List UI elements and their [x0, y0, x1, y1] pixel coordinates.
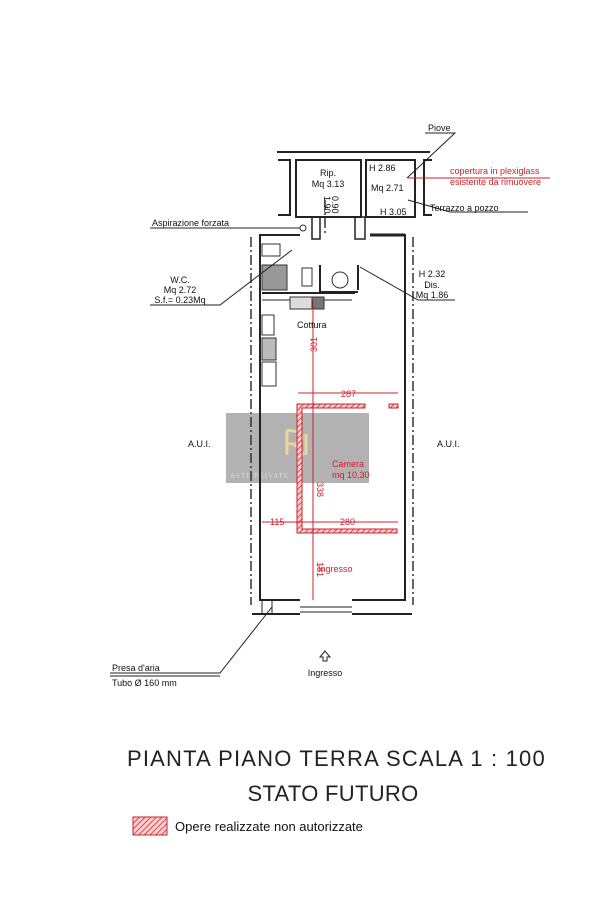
- label-tubo: Tubo Ø 160 mm: [112, 678, 177, 688]
- plan-subtitle: STATO FUTURO: [247, 781, 418, 806]
- label-presa-aria: Presa d'aria: [112, 663, 160, 673]
- label-piove: Piove: [428, 123, 451, 133]
- label-cottura: Cottura: [297, 320, 327, 330]
- label-plexiglass-2: esistente da rimuovere: [450, 177, 541, 187]
- unauthorized-works: [262, 300, 399, 600]
- label-ingresso: Ingresso: [308, 668, 343, 678]
- axis-lines: [250, 200, 414, 605]
- label-wc-sf: S.f.= 0.23Mq: [154, 295, 205, 305]
- plan-title: PIANTA PIANO TERRA SCALA 1 : 100: [127, 746, 545, 771]
- camera-area: mq 10,30: [332, 470, 370, 480]
- label-rip-area: Mq 3.13: [312, 179, 345, 189]
- label-door-height: 1.90: [322, 196, 332, 214]
- label-aui-left: A.U.I.: [188, 439, 211, 449]
- dim-280: 280: [340, 517, 355, 527]
- dim-338: 338: [315, 482, 325, 497]
- label-plexiglass-1: copertura in plexiglass: [450, 166, 540, 176]
- fixtures: [261, 224, 349, 387]
- legend-label: Opere realizzate non autorizzate: [175, 819, 363, 834]
- dim-287: 287: [341, 389, 356, 399]
- dim-301: 301: [309, 337, 319, 352]
- label-dis: Dis.: [424, 280, 440, 290]
- dim-181: 181: [315, 562, 325, 577]
- label-h286: H 2.86: [369, 163, 396, 173]
- label-aspirazione: Aspirazione forzata: [152, 218, 229, 228]
- label-terrazzo: Terrazzo a pozzo: [430, 203, 499, 213]
- label-door-width: 0.90: [330, 196, 340, 214]
- label-aui-right: A.U.I.: [437, 439, 460, 449]
- walls-top: [277, 151, 432, 218]
- camera-label: Camera: [332, 459, 364, 469]
- dim-115: 115: [270, 517, 284, 527]
- label-dis-area: Mq 1.86: [416, 290, 449, 300]
- label-h305: H 3.05: [380, 207, 407, 217]
- label-terrazzo-area: Mq 2.71: [371, 183, 404, 193]
- room-labels: Piove H 2.86 copertura in plexiglass esi…: [112, 123, 541, 688]
- red-dimensions: 301 287 338 Camera mq 10,30 115 280 181 …: [270, 337, 370, 577]
- entrance-arrow-icon: [318, 650, 332, 662]
- label-wc-area: Mq 2.72: [164, 285, 197, 295]
- leader-lines: [110, 132, 550, 677]
- label-rip: Rip.: [320, 168, 336, 178]
- ingresso-room-label: Ingresso: [318, 564, 353, 574]
- label-h232: H 2.32: [419, 269, 446, 279]
- label-wc: W.C.: [170, 275, 190, 285]
- legend-swatch: [132, 816, 168, 836]
